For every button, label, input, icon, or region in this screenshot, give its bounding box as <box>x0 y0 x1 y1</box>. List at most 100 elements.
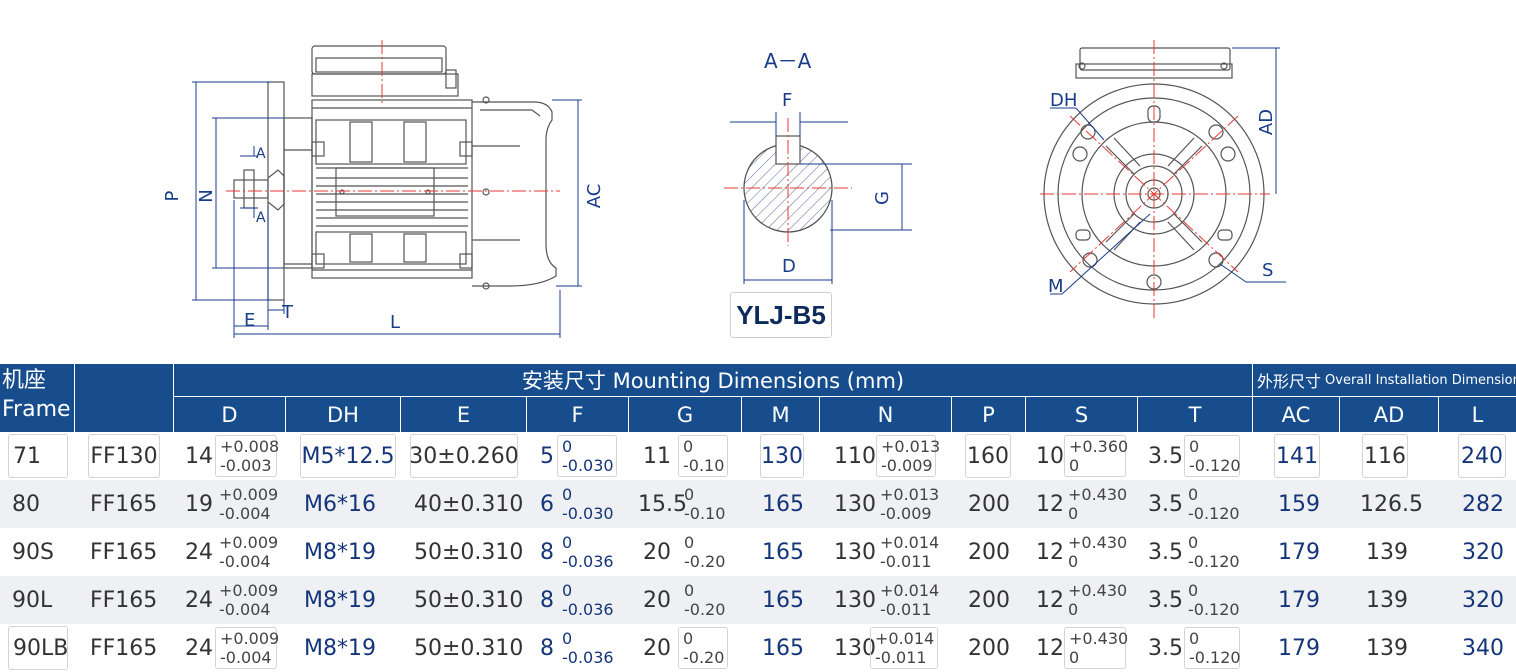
ac-cell: 141 <box>1274 434 1320 478</box>
frame-header: 机座 Frame <box>0 364 74 432</box>
tol-upper: +0.013 <box>880 485 940 504</box>
tol-lower: -0.120 <box>1188 552 1240 571</box>
tol-upper: 0 <box>1189 629 1200 648</box>
section-title: A－A <box>764 49 812 73</box>
table-row: 80 FF165 19 +0.009-0.004 M6*16 40±0.310 … <box>0 480 1516 528</box>
s-cell: 12 <box>1036 635 1064 661</box>
g-cell: 15.5 <box>638 491 687 517</box>
tol-lower: -0.003 <box>220 456 272 475</box>
tol-lower: -0.10 <box>683 456 725 475</box>
t-cell: 3.5 <box>1148 491 1183 517</box>
l-cell: 240 <box>1458 434 1506 478</box>
tol-upper: +0.014 <box>875 629 935 648</box>
tol-upper: +0.009 <box>219 533 279 552</box>
tol-lower: -0.120 <box>1189 648 1241 667</box>
p-cell: 160 <box>965 434 1011 478</box>
tol-upper: 0 <box>684 533 695 552</box>
col-header-p: P <box>952 397 1025 432</box>
m-cell: 130 <box>760 434 804 478</box>
m-cell: 165 <box>762 491 804 517</box>
d-tolerance: +0.009-0.004 <box>215 627 280 669</box>
col-header-n: N <box>820 397 951 432</box>
t-tolerance: 0-0.120 <box>1188 579 1240 621</box>
e-cell: 50±0.310 <box>414 587 524 613</box>
tol-upper: +0.360 <box>1069 437 1129 456</box>
col-header-l: L <box>1439 397 1516 432</box>
tol-lower: -0.20 <box>684 600 726 619</box>
tol-upper: 0 <box>1189 437 1200 456</box>
tol-upper: 0 <box>562 581 573 600</box>
tol-upper: 0 <box>1188 485 1199 504</box>
t-tolerance: 0-0.120 <box>1188 483 1240 525</box>
tol-upper: +0.013 <box>881 437 941 456</box>
n-cell: 130 <box>834 491 876 517</box>
ad-cell: 126.5 <box>1360 491 1423 517</box>
frame-header-en: Frame <box>2 397 71 422</box>
motor-side-view <box>233 45 557 301</box>
tol-lower: -0.004 <box>220 648 272 667</box>
table-row: 90LB FF165 24 +0.009-0.004 M8*19 50±0.31… <box>0 624 1516 672</box>
col-header-s: S <box>1026 397 1137 432</box>
frame-header-cn: 机座 <box>2 368 47 393</box>
side-dimension-lines <box>192 81 582 338</box>
e-cell: 50±0.310 <box>414 539 524 565</box>
d-cell: 14 <box>185 443 213 469</box>
col-header-ad: AD <box>1340 397 1438 432</box>
dim-label-f: F <box>782 90 792 111</box>
f-tolerance: 0-0.036 <box>562 579 614 621</box>
dim-label-ac: AC <box>584 184 605 209</box>
tol-lower: -0.004 <box>219 552 271 571</box>
p-cell: 200 <box>968 635 1010 661</box>
table-row: 71 FF130 14 +0.008-0.003 M5*12.5 30±0.26… <box>0 432 1516 480</box>
frame-cell: 90S <box>12 539 54 565</box>
dimension-table: 机座 Frame 安装尺寸 Mounting Dimensions (mm) 外… <box>0 364 1516 672</box>
ac-cell: 179 <box>1278 587 1320 613</box>
tol-lower: -0.120 <box>1189 456 1241 475</box>
flange-cell: FF165 <box>90 635 158 661</box>
tol-lower: -0.036 <box>562 552 614 571</box>
dim-label-dh: DH <box>1050 90 1077 111</box>
ac-cell: 179 <box>1278 635 1320 661</box>
end-centerlines <box>1040 40 1270 320</box>
p-cell: 200 <box>968 587 1010 613</box>
frame-cell: 90L <box>12 587 53 613</box>
tol-lower: -0.036 <box>562 648 614 667</box>
tol-upper: +0.014 <box>880 533 940 552</box>
t-tolerance: 0-0.120 <box>1188 531 1240 573</box>
tol-lower: -0.011 <box>880 600 932 619</box>
ad-cell: 139 <box>1366 539 1408 565</box>
col-header-m: M <box>742 397 819 432</box>
d-tolerance: +0.008-0.003 <box>215 435 279 477</box>
col-header-d: D <box>174 397 285 432</box>
overall-header-en: Overall Installation Dimension <box>1325 372 1516 388</box>
l-cell: 320 <box>1462 587 1504 613</box>
tol-lower: -0.011 <box>880 552 932 571</box>
m-cell: 165 <box>762 587 804 613</box>
d-cell: 24 <box>185 539 213 565</box>
tol-lower: -0.009 <box>880 504 932 523</box>
n-cell: 110 <box>834 443 876 469</box>
tol-upper: 0 <box>684 581 695 600</box>
s-cell: 10 <box>1036 443 1064 469</box>
f-tolerance: 0-0.030 <box>557 435 617 477</box>
frame-cell: 90LB <box>8 626 68 670</box>
ad-cell: 139 <box>1366 587 1408 613</box>
n-cell: 130 <box>834 587 876 613</box>
tol-lower: -0.030 <box>562 456 614 475</box>
tol-lower: -0.120 <box>1188 600 1240 619</box>
t-cell: 3.5 <box>1148 635 1183 661</box>
tol-upper: +0.009 <box>220 629 280 648</box>
l-cell: 282 <box>1462 491 1504 517</box>
flange-cell: FF130 <box>88 434 160 478</box>
col-header-g: G <box>629 397 741 432</box>
dim-label-a-bottom: A <box>256 210 266 226</box>
tol-upper: 0 <box>1188 533 1199 552</box>
tol-upper: 0 <box>1188 581 1199 600</box>
f-tolerance: 0-0.036 <box>562 627 614 669</box>
end-dimension-lines <box>1050 47 1286 295</box>
tol-upper: 0 <box>562 629 573 648</box>
